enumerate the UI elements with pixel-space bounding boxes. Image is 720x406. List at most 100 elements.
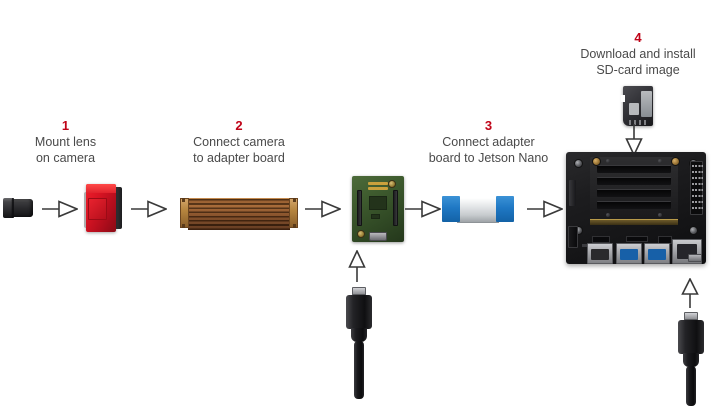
adapter-gold-pads (368, 187, 388, 190)
adapter-chip (371, 214, 380, 219)
usb-cable-adapter (343, 287, 375, 399)
ribbon-tab (182, 198, 185, 202)
arrow-ribbon-to-adapter (305, 200, 341, 218)
usb-port-insert (620, 249, 638, 260)
step-2-number: 2 (235, 118, 243, 133)
arrow-adapter-to-bluecable (405, 200, 441, 218)
camera-top (86, 184, 116, 193)
step-1-label: 1 Mount lens on camera (8, 118, 123, 166)
jetson-nano-board (566, 152, 706, 264)
nano-component (592, 236, 610, 243)
adapter-fpc-connector-left (357, 190, 362, 226)
ribbon-tab (293, 198, 296, 202)
nano-usb-port-1 (587, 243, 613, 264)
gpio-pin-row (692, 171, 703, 173)
gpio-pin-row (692, 177, 703, 179)
microsd-card (621, 86, 655, 126)
step-2-text: Connect camera to adapter board (193, 135, 285, 165)
usb-connector-tip (684, 312, 698, 320)
usb-port-insert (591, 249, 609, 260)
heatsink-screw (606, 213, 610, 217)
microsd-notch (621, 95, 625, 102)
gpio-pin-row (692, 195, 703, 197)
nano-component (626, 236, 648, 242)
step-4-number: 4 (634, 30, 642, 45)
microsd-contact (634, 120, 636, 125)
nano-som-screw (671, 157, 680, 166)
nano-usb-port-3 (644, 243, 670, 264)
step-2-label: 2 Connect camera to adapter board (178, 118, 300, 166)
usb-port-insert (648, 249, 666, 260)
step-1-number: 1 (61, 118, 70, 133)
nano-standoff-screw (689, 226, 698, 235)
usb-connector-tip (352, 287, 366, 295)
usb-connector-strain-relief (351, 328, 367, 342)
nano-gpio-header (690, 161, 703, 215)
microsd-contact (629, 120, 631, 125)
arrow-sdcard-to-nano (625, 124, 643, 156)
step-3-text: Connect adapter board to Jetson Nano (428, 135, 549, 165)
microsd-label (641, 91, 652, 117)
heatsink-fin (597, 177, 671, 185)
microsd-logo (629, 103, 639, 115)
usb-connector-strain-relief (683, 353, 699, 367)
lens-component (3, 198, 33, 218)
heatsink-screw (658, 213, 662, 217)
nano-som-screw (592, 157, 601, 166)
nano-heatsink (590, 157, 678, 219)
gpio-pin-row (692, 207, 703, 209)
ribbon-tab (182, 224, 185, 228)
arrow-usb-to-adapter (348, 250, 366, 282)
usb-cable-nano (675, 312, 707, 406)
ribbon-tab (293, 224, 296, 228)
arrow-usb-to-nano (681, 278, 699, 308)
nano-micro-usb-port (688, 254, 702, 262)
lens-barrel (11, 199, 33, 217)
adapter-gold-pads (368, 182, 388, 185)
fpc-cable-blue (442, 196, 514, 223)
nano-usb-port-2 (616, 243, 642, 264)
gpio-pin-row (692, 201, 703, 203)
heatsink-screw (658, 159, 662, 163)
step-1-text: Mount lens on camera (34, 135, 97, 165)
step-4-label: 4 Download and install SD-card image (563, 30, 713, 78)
usb-cable-wire (686, 366, 696, 406)
blue-cable-end-right (496, 196, 514, 222)
nano-barrel-power-jack (568, 226, 578, 248)
microsd-contact (644, 120, 646, 125)
heatsink-fin (597, 165, 671, 173)
gpio-pin-row (692, 183, 703, 185)
adapter-mount-hole (357, 230, 365, 238)
gpio-pin-row (692, 165, 703, 167)
microsd-contact (639, 120, 641, 125)
nano-som-edge-connector (590, 219, 678, 225)
arrow-bluecable-to-nano (527, 200, 563, 218)
blue-cable-body (457, 197, 499, 223)
camera-component (84, 182, 124, 234)
camera-lens-mount (88, 198, 107, 220)
nano-camera-connector (569, 180, 576, 206)
blue-cable-end-left (442, 196, 460, 222)
adapter-mount-hole (388, 180, 396, 188)
heatsink-screw (606, 159, 610, 163)
arrow-camera-to-ribbon (131, 200, 167, 218)
step-3-label: 3 Connect adapter board to Jetson Nano (417, 118, 560, 166)
adapter-fpc-connector-right (393, 190, 398, 226)
usb-cable-wire (354, 341, 364, 399)
arrow-lens-to-camera (42, 200, 78, 218)
usb-connector-hood (346, 295, 372, 329)
adapter-chip (369, 196, 387, 210)
usb-connector-hood (678, 320, 704, 354)
fpc-ribbon-cable (180, 198, 298, 230)
ribbon-body (188, 198, 290, 230)
step-4-text: Download and install SD-card image (580, 47, 696, 77)
lens-ring (12, 198, 14, 218)
lens-flange (3, 198, 13, 218)
gpio-pin-row (692, 189, 703, 191)
camera-side (115, 187, 122, 229)
nano-standoff-screw (574, 159, 583, 168)
adapter-board (352, 176, 404, 242)
adapter-micro-usb-port (369, 232, 387, 241)
heatsink-fin (597, 189, 671, 197)
